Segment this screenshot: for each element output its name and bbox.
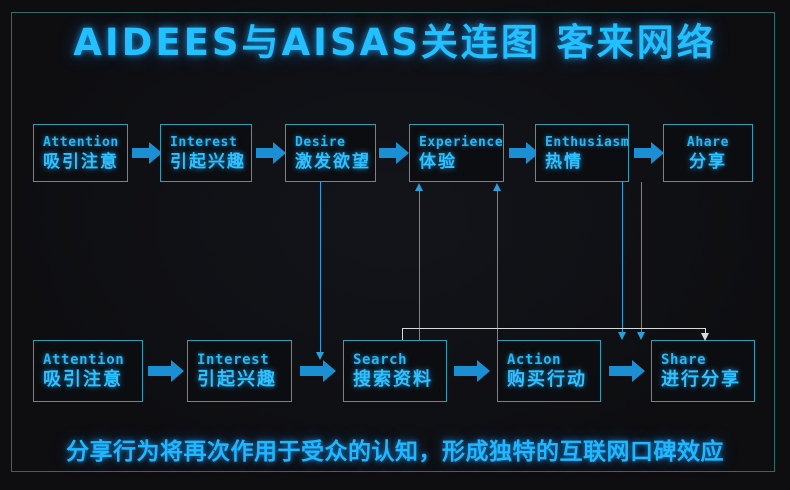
node-cn-label: 购买行动 <box>507 368 587 390</box>
arrow-aisas-1 <box>148 360 184 382</box>
bottom-caption: 分享行为将再次作用于受众的认知，形成独特的互联网口碑效应 <box>66 439 724 465</box>
arrow-aisas-2 <box>300 360 336 382</box>
connector-enthusiasm-to-share-arrowhead <box>618 332 626 340</box>
feedback-loop-horizontal <box>402 328 705 329</box>
node-en-label: Share <box>661 351 707 368</box>
connector-enthusiasm-to-share <box>622 182 623 334</box>
node-aisas-action[interactable]: Action 购买行动 <box>497 340 601 402</box>
node-cn-label: 体验 <box>419 151 457 172</box>
node-en-label: Interest <box>197 351 270 368</box>
node-cn-label: 吸引注意 <box>43 151 119 172</box>
node-aisas-attention[interactable]: Attention 吸引注意 <box>33 340 143 402</box>
feedback-loop-arrowhead <box>701 333 709 341</box>
node-cn-label: 分享 <box>689 151 727 172</box>
node-cn-label: 激发欲望 <box>295 151 371 172</box>
connector-search-to-experience-arrowhead <box>415 183 423 191</box>
node-aidees-desire[interactable]: Desire 激发欲望 <box>285 124 376 182</box>
node-cn-label: 搜索资料 <box>353 368 433 390</box>
arrow-aisas-3 <box>454 360 490 382</box>
node-cn-label: 进行分享 <box>661 368 741 390</box>
arrow-aidees-2 <box>256 142 286 164</box>
feedback-loop-right-drop <box>705 328 706 336</box>
connector-ahare-to-share <box>641 182 642 334</box>
node-aidees-experience[interactable]: Experience 体验 <box>409 124 504 182</box>
node-en-label: Interest <box>170 134 238 150</box>
arrow-aisas-4 <box>609 360 645 382</box>
arrow-aidees-3 <box>379 142 409 164</box>
node-en-label: Experience <box>419 134 504 150</box>
node-cn-label: 吸引注意 <box>43 368 123 390</box>
node-aidees-ahare[interactable]: Ahare 分享 <box>663 124 753 182</box>
node-en-label: Action <box>507 351 562 368</box>
node-cn-label: 引起兴趣 <box>170 151 246 172</box>
node-aisas-interest[interactable]: Interest 引起兴趣 <box>187 340 292 402</box>
connector-action-to-experience <box>497 190 498 340</box>
node-cn-label: 引起兴趣 <box>197 368 277 390</box>
node-aidees-interest[interactable]: Interest 引起兴趣 <box>160 124 252 182</box>
node-aisas-search[interactable]: Search 搜索资料 <box>343 340 447 402</box>
node-en-label: Attention <box>43 134 119 150</box>
connector-desire-to-search-arrowhead <box>316 352 324 360</box>
node-en-label: Search <box>353 351 408 368</box>
node-aidees-attention[interactable]: Attention 吸引注意 <box>33 124 128 182</box>
connector-ahare-to-share-arrowhead <box>637 332 645 340</box>
arrow-aidees-1 <box>132 142 162 164</box>
node-aidees-enthusiasm[interactable]: Enthusiasm 热情 <box>535 124 629 182</box>
connector-action-to-experience-arrowhead <box>493 183 501 191</box>
node-en-label: Attention <box>43 351 125 368</box>
outer-frame <box>11 12 775 472</box>
node-cn-label: 热情 <box>545 151 583 172</box>
connector-search-to-experience <box>419 190 420 340</box>
node-en-label: Enthusiasm <box>545 134 629 150</box>
node-en-label: Desire <box>295 134 346 150</box>
connector-desire-to-search <box>320 182 321 352</box>
node-en-label: Ahare <box>686 134 730 150</box>
feedback-loop-left-stub <box>402 328 403 340</box>
node-aisas-share[interactable]: Share 进行分享 <box>651 340 755 402</box>
arrow-aidees-5 <box>634 142 664 164</box>
page-title: AIDEES与AISAS关连图 客来网络 <box>73 21 717 64</box>
